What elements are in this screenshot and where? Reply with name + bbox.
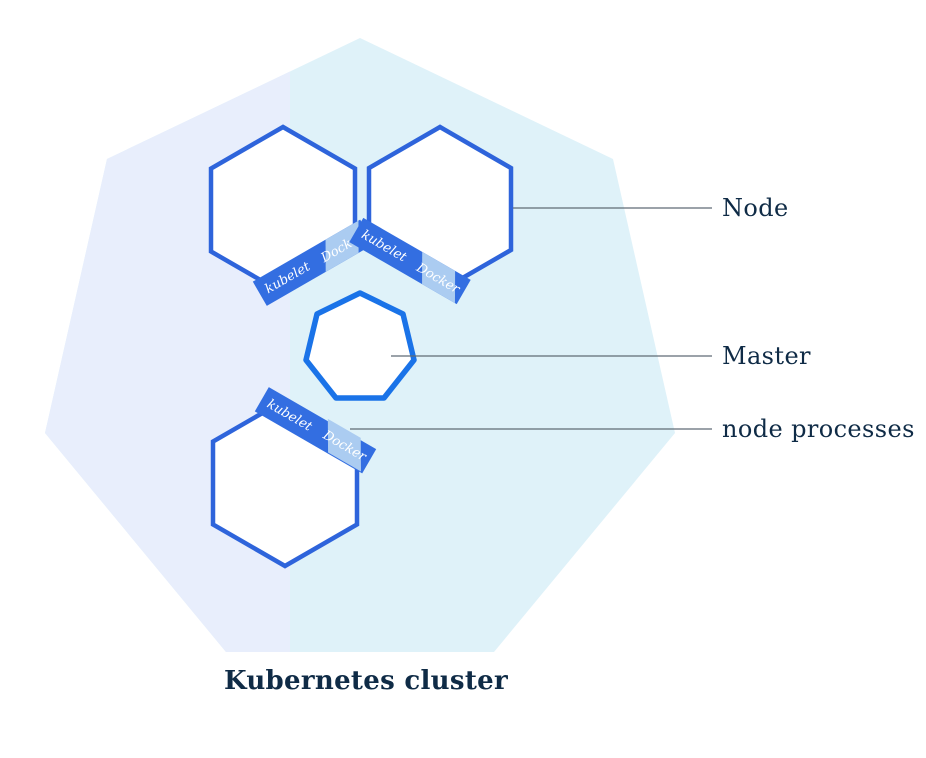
node-2: kubelet Docker xyxy=(349,124,514,305)
master-heptagon xyxy=(303,290,417,401)
node-3: kubelet Docker xyxy=(210,387,377,569)
node-processes-label: node processes xyxy=(722,415,915,443)
master-label: Master xyxy=(722,342,811,370)
docker-chip xyxy=(422,251,456,304)
docker-chip xyxy=(327,418,361,472)
docker-chip xyxy=(325,220,359,272)
node-label: Node xyxy=(722,194,789,222)
cluster-title: Kubernetes cluster xyxy=(224,666,508,696)
